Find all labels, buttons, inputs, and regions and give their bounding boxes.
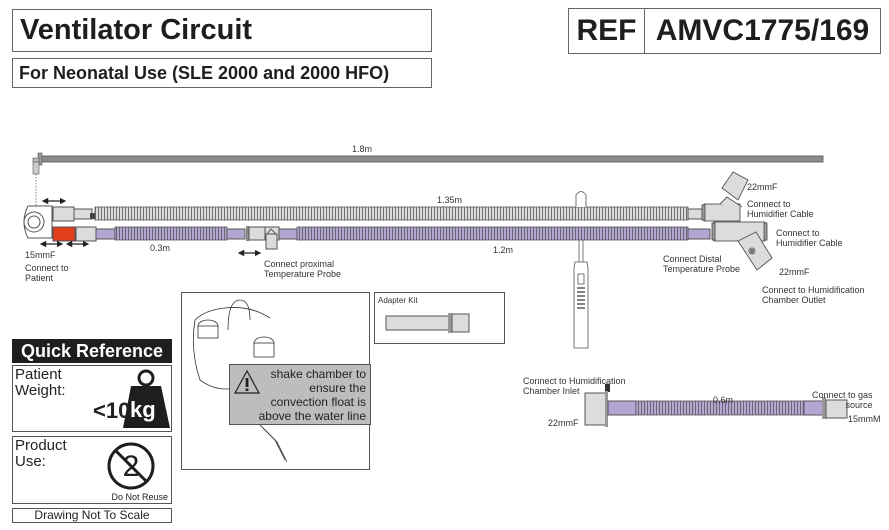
subtitle-box: For Neonatal Use (SLE 2000 and 2000 HFO): [12, 58, 432, 88]
gas-source-label: Connect to gas source: [812, 390, 873, 410]
inlet-size-label: 22mmF: [548, 418, 579, 428]
warning-icon: [233, 369, 261, 394]
patient-y-piece: [23, 205, 53, 239]
not-to-scale-note: Drawing Not To Scale: [12, 508, 172, 523]
weight-unit: kg: [130, 397, 156, 422]
weight-icon: [123, 369, 170, 428]
chamber-outlet-label: Connect to Humidification Chamber Outlet: [762, 285, 865, 305]
chamber-warning: shake chamber to ensure the convection f…: [229, 364, 371, 425]
tube-clip: [573, 191, 589, 349]
weight-label: Patient Weight:: [15, 366, 66, 399]
ref-code: AMVC1775/169: [655, 14, 870, 47]
weight-value: <10: [93, 398, 131, 423]
do-not-reuse-label: Do Not Reuse: [111, 492, 168, 502]
humidification-chamber-illustration: [192, 299, 288, 463]
do-not-reuse-icon: 2: [107, 442, 155, 490]
supply-tube: [584, 384, 848, 427]
adapter-icon: [385, 313, 470, 333]
humidifier-cable-label-1: Connect to Humidifier Cable: [747, 199, 814, 219]
adapter-kit-panel: Adapter Kit: [374, 292, 505, 344]
distal-probe-label: Connect Distal Temperature Probe: [663, 254, 741, 274]
product-use-panel: Product Use: 2 Do Not Reuse: [12, 436, 172, 504]
page-subtitle: For Neonatal Use (SLE 2000 and 2000 HFO): [19, 63, 390, 83]
page-title: Ventilator Circuit: [20, 14, 253, 46]
title-box: Ventilator Circuit: [12, 9, 432, 52]
quick-reference-title: Quick Reference: [12, 339, 172, 363]
chamber-panel: shake chamber to ensure the convection f…: [181, 292, 371, 470]
humidifier-connectors: [701, 171, 773, 271]
warning-text: shake chamber to ensure the convection f…: [258, 367, 366, 423]
ref-label: REF: [569, 9, 645, 53]
length-rod-1-8m: [32, 152, 824, 208]
length-label-0-6m: 0.6m: [713, 395, 734, 405]
use-label: Product Use:: [15, 437, 67, 470]
length-label-1-35m: 1.35m: [437, 195, 463, 205]
upper-22mmf-label: 22mmF: [747, 182, 778, 192]
ref-box: REF AMVC1775/169: [568, 8, 881, 54]
length-label-1-8m: 1.8m: [352, 144, 373, 154]
humidifier-cable-label-2: Connect to Humidifier Cable: [776, 228, 843, 248]
length-label-0-3m: 0.3m: [150, 243, 171, 253]
lower-22mmf-label: 22mmF: [779, 267, 810, 277]
expiratory-limb: [52, 206, 705, 222]
adjust-arrows: [39, 197, 262, 257]
connect-patient-label: Connect to Patient: [25, 263, 69, 283]
gas-size-label: 15mmM: [848, 414, 881, 424]
proximal-probe-label: Connect proximal Temperature Probe: [264, 259, 342, 279]
chamber-inlet-label: Connect to Humidification Chamber Inlet: [523, 376, 626, 396]
patient-size-label: 15mmF: [25, 250, 56, 260]
inspiratory-limb: [52, 226, 711, 250]
length-label-1-2m: 1.2m: [493, 245, 514, 255]
adapter-kit-title: Adapter Kit: [378, 296, 418, 305]
patient-weight-panel: Patient Weight: <10 kg: [12, 365, 172, 432]
